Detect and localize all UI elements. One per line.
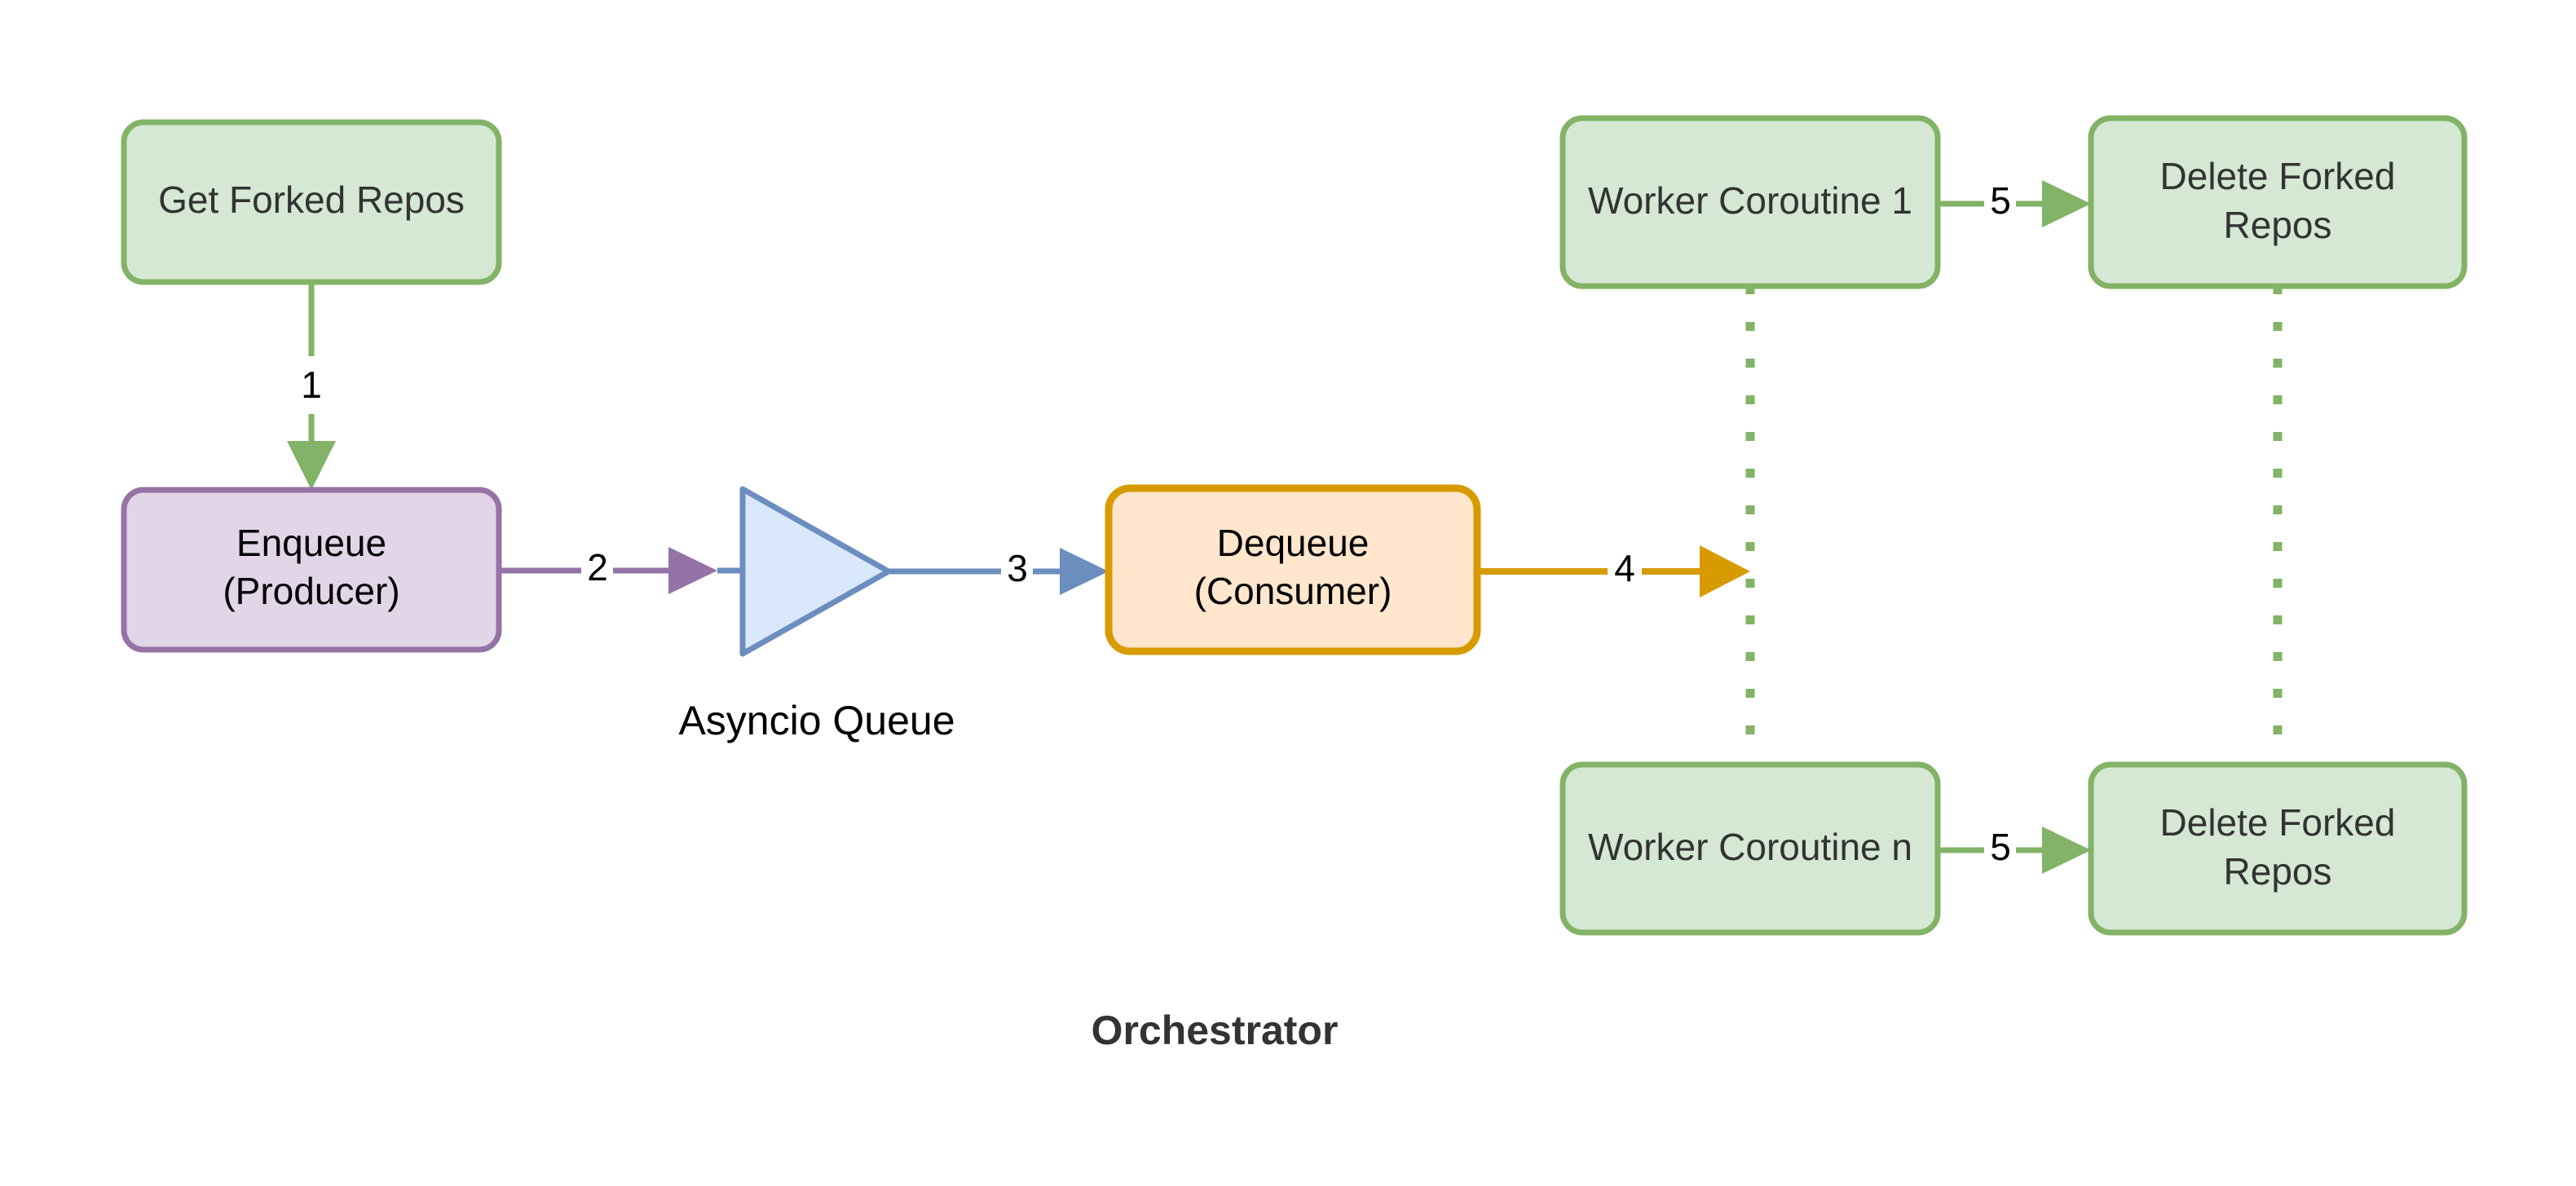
delete-forked-repos-top-label-line2: Repos: [2224, 204, 2332, 246]
enqueue-label-line2: (Producer): [223, 570, 399, 612]
dequeue-label-line1: Dequeue: [1217, 522, 1370, 564]
edge-1-connector: [287, 283, 336, 490]
node-dequeue-consumer[interactable]: [1105, 484, 1481, 655]
node-get-forked-repos[interactable]: [121, 119, 502, 285]
edge-3-label: 3: [1007, 547, 1028, 589]
node-delete-forked-repos-bottom[interactable]: [2088, 761, 2468, 936]
dequeue-label-line2: (Consumer): [1194, 570, 1392, 612]
edge-5-top-label: 5: [1990, 179, 2011, 222]
node-worker-coroutine-n[interactable]: [1559, 761, 1941, 936]
worker-coroutine-1-label: Worker Coroutine 1: [1588, 179, 1912, 222]
edge-2-label: 2: [587, 546, 608, 589]
node-asyncio-queue[interactable]: [739, 486, 892, 657]
node-enqueue-producer[interactable]: [121, 487, 502, 653]
edge-5-bottom-label: 5: [1990, 826, 2011, 868]
worker-coroutine-n-label: Worker Coroutine n: [1588, 826, 1912, 868]
enqueue-label-line1: Enqueue: [236, 522, 386, 564]
delete-forked-repos-top-label-line1: Delete Forked: [2160, 155, 2396, 197]
delete-forked-repos-bottom-label-line2: Repos: [2224, 850, 2332, 893]
node-worker-coroutine-1[interactable]: [1559, 115, 1941, 289]
diagram-title: Orchestrator: [1092, 1007, 1339, 1053]
edge-2-connector: [499, 547, 743, 594]
edge-5-top-connector: [1938, 180, 2091, 227]
edge-4-label: 4: [1614, 547, 1635, 589]
asyncio-queue-caption: Asyncio Queue: [678, 698, 955, 743]
edge-1-label: 1: [301, 364, 322, 406]
edge-3-connector: [889, 548, 1109, 595]
edge-4-connector: [1477, 545, 1750, 597]
edge-5-bottom-connector: [1938, 827, 2091, 874]
node-delete-forked-repos-top[interactable]: [2088, 115, 2468, 289]
get-forked-repos-label: Get Forked Repos: [158, 179, 465, 221]
delete-forked-repos-bottom-label-line1: Delete Forked: [2160, 801, 2396, 844]
